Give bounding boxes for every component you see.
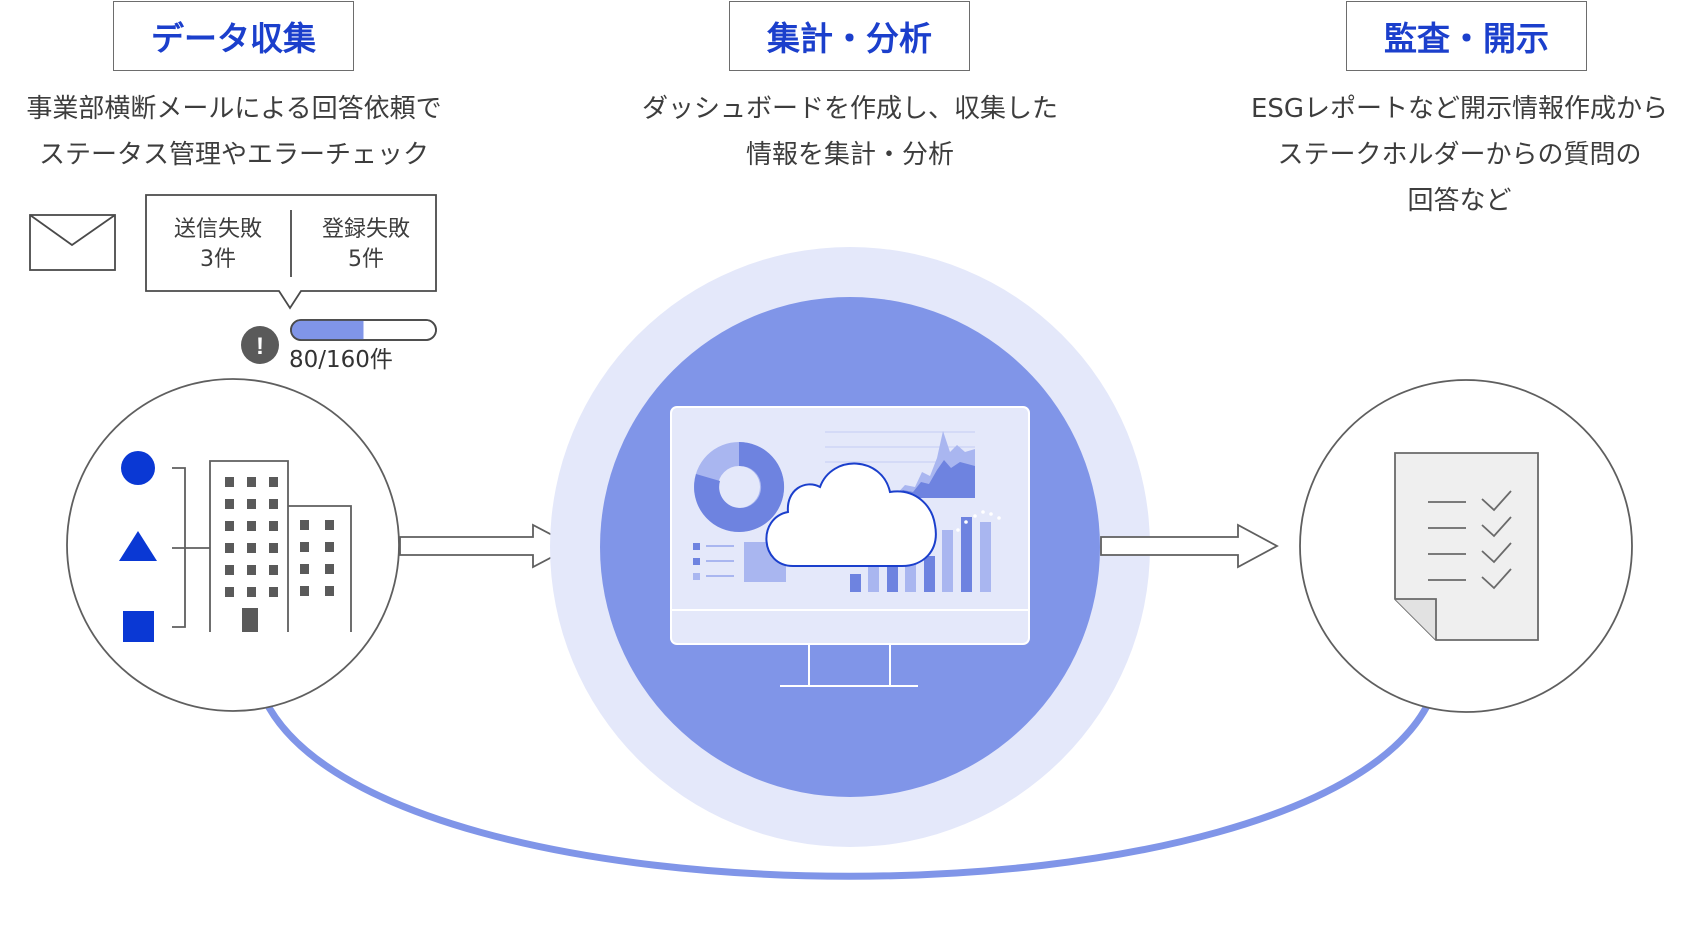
dashboard-bar [942, 530, 953, 592]
stage-description-disclosure: ESGレポートなど開示情報作成から ステークホルダーからの質問の 回答など [1250, 94, 1669, 216]
mail-icon [29, 214, 116, 271]
dashboard-bar [961, 517, 972, 592]
cloud-icon [765, 462, 937, 567]
stage-title-analysis: 集計・分析 [767, 19, 932, 58]
stage-title-box-disclosure: 監査・開示 [1346, 1, 1587, 71]
building-icon [209, 460, 352, 632]
send-failure-stat: 送信失敗 3件 [173, 217, 262, 272]
alert-icon: ! [241, 326, 279, 364]
stage-description-analysis: ダッシュボードを作成し、収集した 情報を集計・分析 [641, 94, 1058, 170]
dashboard-bar [868, 558, 879, 592]
svg-text:!: ! [256, 333, 264, 360]
dashboard-bar [887, 565, 898, 592]
square-shape-icon [123, 611, 154, 642]
circle-shape-icon [121, 451, 155, 485]
dashboard-bar [850, 574, 861, 592]
area-chart-icon [825, 431, 975, 498]
arrow-right-icon [399, 523, 575, 569]
triangle-shape-icon [119, 531, 157, 561]
progress-count: 80/160件 [289, 347, 393, 373]
donut-chart-icon [694, 441, 785, 532]
bracket-connector [172, 467, 210, 628]
stage-title-box-analysis: 集計・分析 [729, 1, 970, 71]
progress-bar [290, 319, 437, 341]
dashboard-bar [980, 522, 991, 592]
stage-title-disclosure: 監査・開示 [1384, 19, 1549, 58]
dashboard-bar [905, 548, 916, 592]
dashboard-bar [924, 556, 935, 592]
bar-chart-icon [850, 517, 991, 592]
stage-title-box-collection: データ収集 [113, 1, 354, 71]
stage-description-collection: 事業部横断メールによる回答依頼で ステータス管理やエラーチェック [26, 94, 442, 170]
arrow-right-icon [1100, 523, 1279, 569]
register-failure-stat: 登録失敗 5件 [321, 217, 410, 272]
feedback-loop-arc [261, 696, 1434, 880]
stage-title-collection: データ収集 [151, 19, 316, 58]
checklist-document-icon [1394, 452, 1539, 641]
trend-dots [956, 510, 1001, 532]
